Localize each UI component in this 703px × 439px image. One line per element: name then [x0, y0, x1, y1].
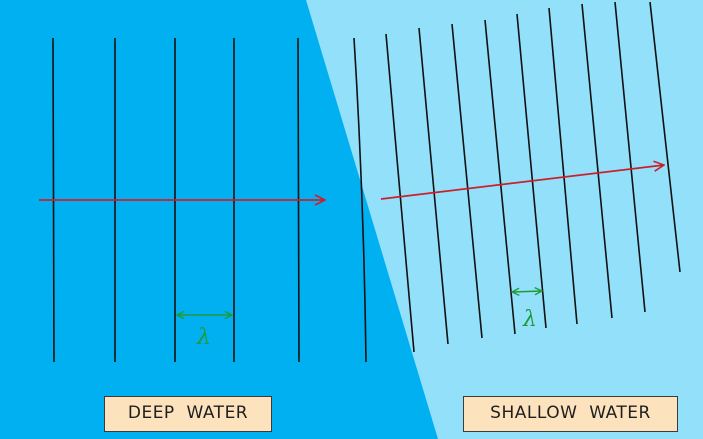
shallow-wavelength-symbol: λ: [522, 307, 537, 332]
shallow-wavefront: [451, 23, 483, 339]
shallow-water-label: SHALLOW WATER: [463, 396, 678, 432]
deep-wavefront: [353, 37, 367, 363]
shallow-wavefront: [614, 1, 646, 313]
deep-wavelength-symbol: λ: [196, 325, 211, 350]
shallow-wavefront: [581, 3, 613, 319]
shallow-wavefront: [649, 1, 681, 273]
deep-water-label: DEEP WATER: [104, 396, 272, 432]
shallow-wavelength-arrow: [512, 291, 542, 292]
shallow-wavefront: [548, 7, 578, 325]
shallow-wavefront: [385, 33, 415, 353]
shallow-wavefront: [418, 27, 449, 345]
shallow-wavefront: [484, 19, 516, 335]
shallow-water-ray: [380, 165, 664, 200]
shallow-wavefront: [516, 13, 547, 329]
shallow-wavefronts: [385, 1, 681, 353]
